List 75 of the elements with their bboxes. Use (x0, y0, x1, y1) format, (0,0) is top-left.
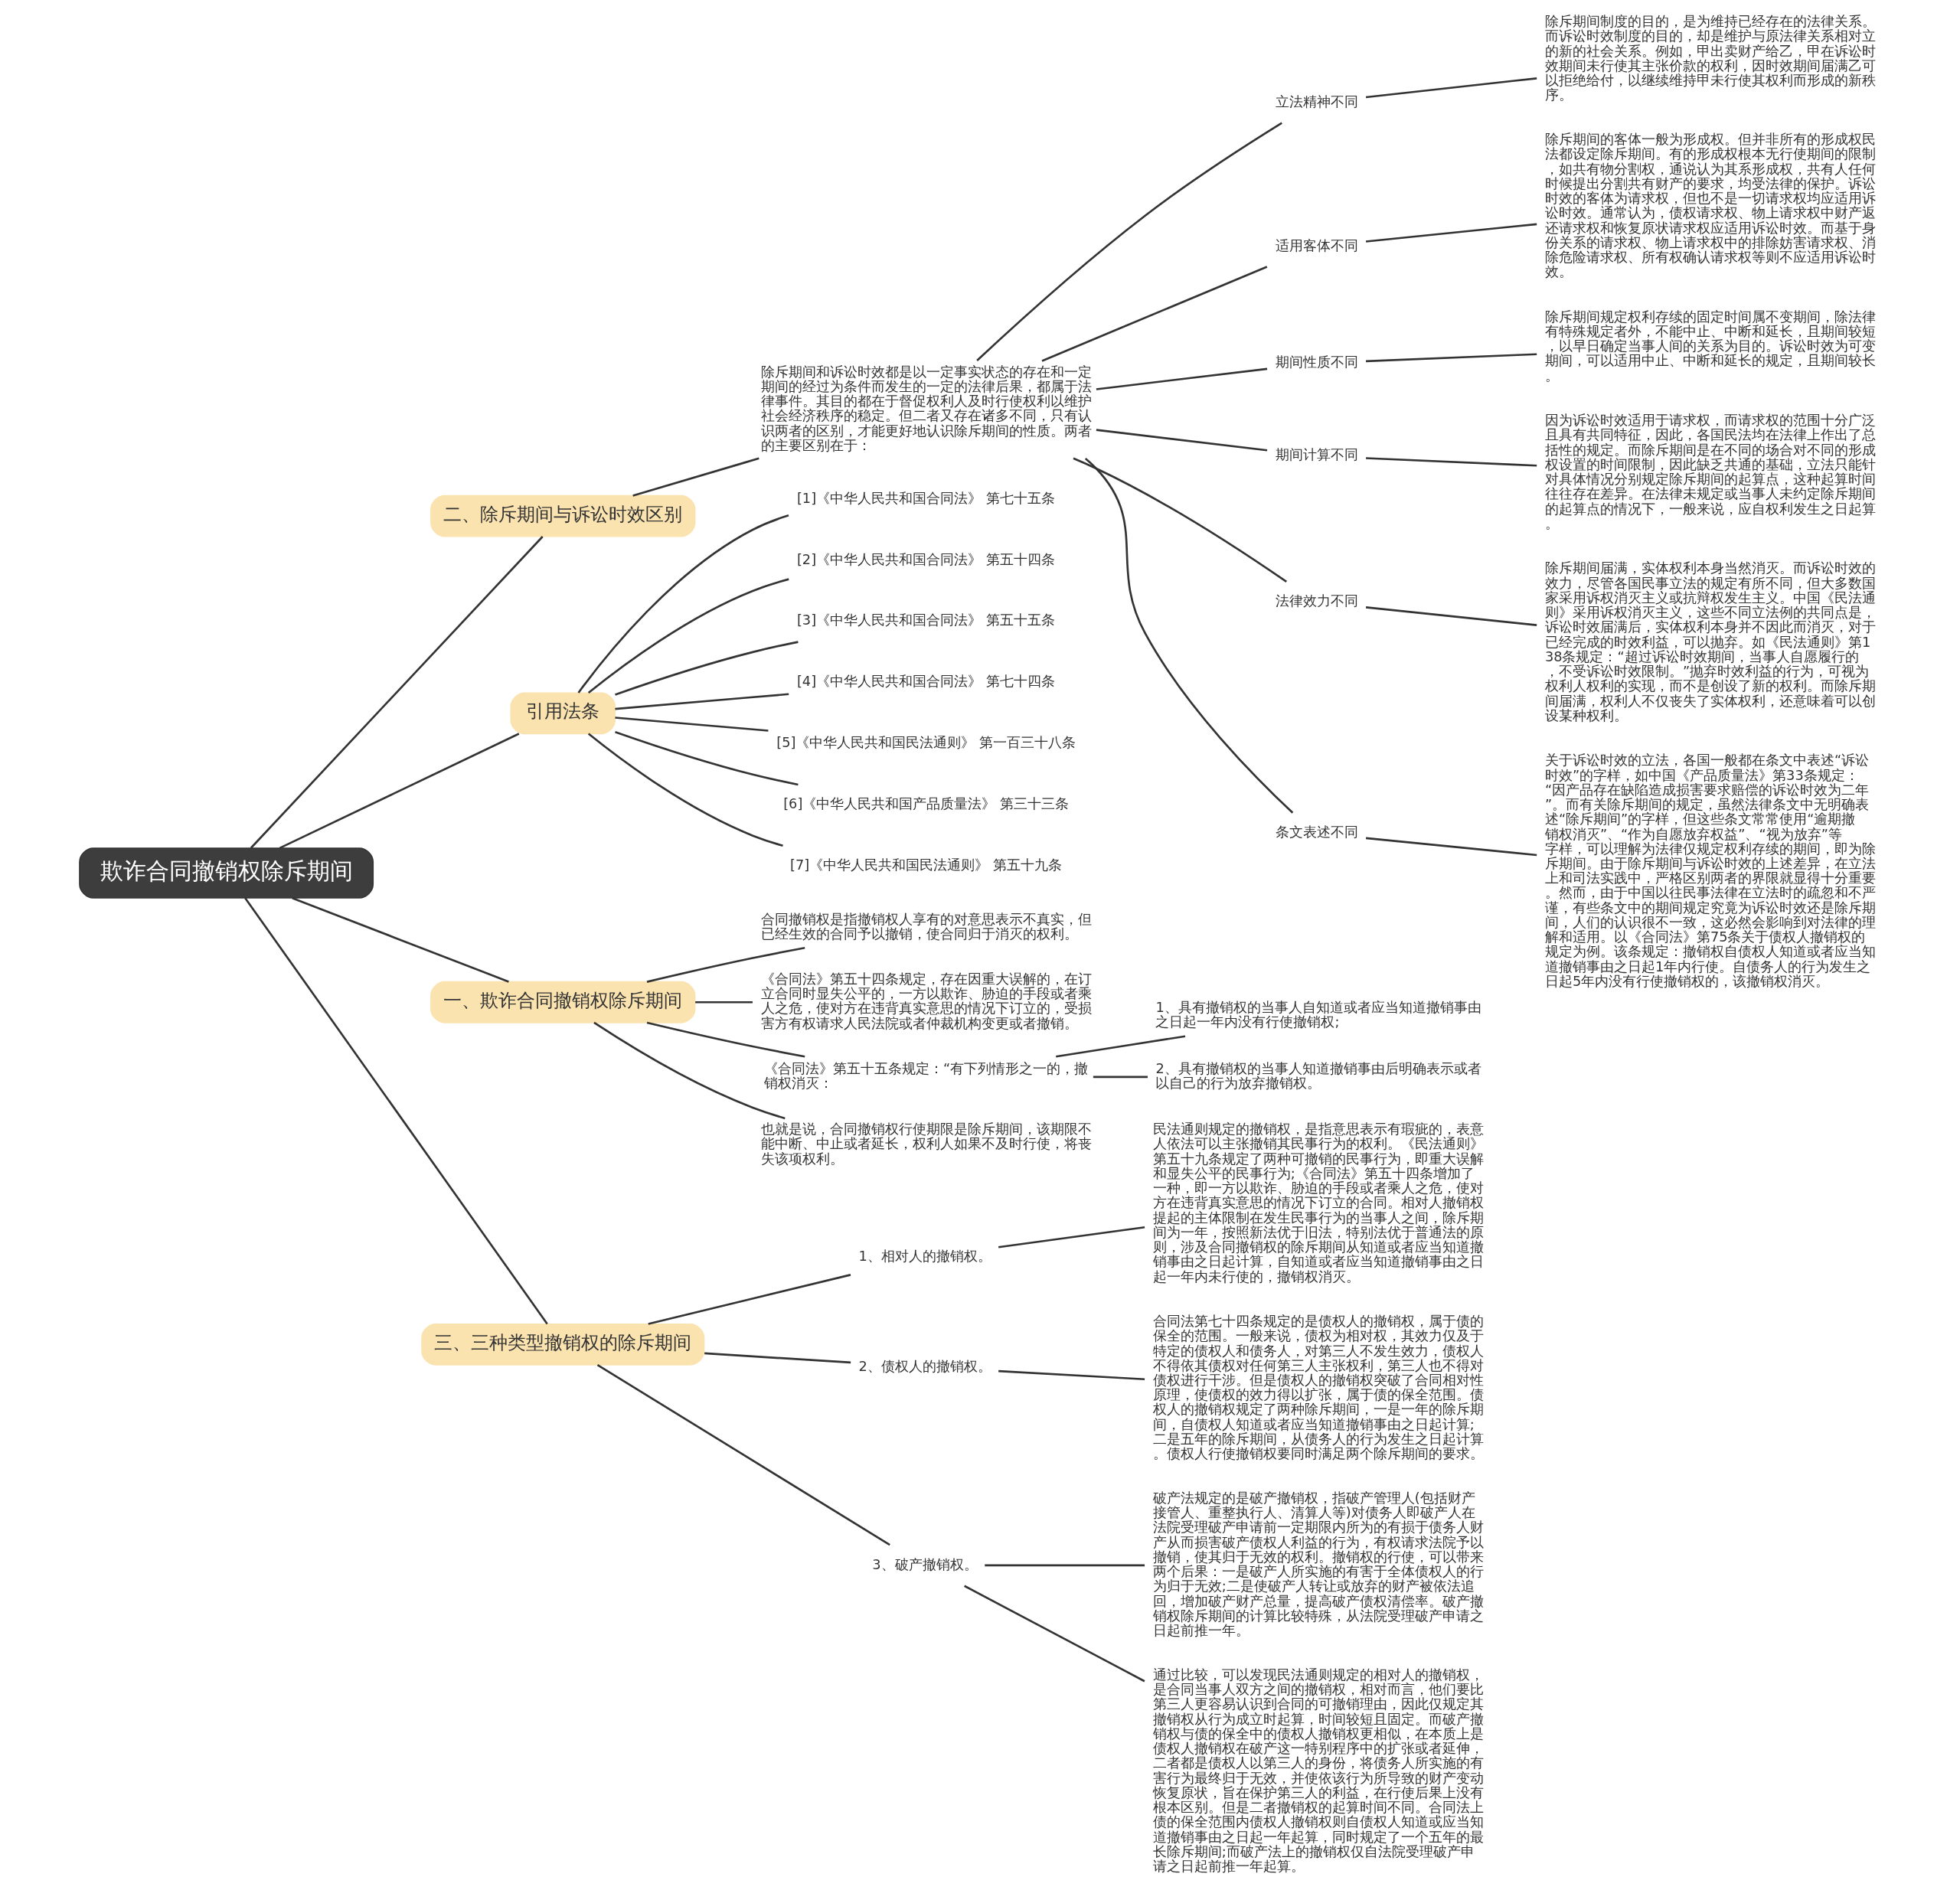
connector (587, 733, 783, 847)
node-text: 条文表述不同 (1275, 824, 1358, 841)
node-text: 除斥期间的客体一般为形成权。但并非所有的形成权民法都设定除斥期间。有的形成权根本无行使期间的限制，如共有物分割权，通说认为其系形成权，共有人任何时候提出分割共有财产的要求，均受法律的保护。诉讼时效的客体为请求权，但也不是一切请求权均应适用诉讼时效。通常认为，债权请求权、物上请求权中财产返还请求权和恢复原状请求权应适用诉讼时效。而基于身份关系的请求权、物上请求权中的排除妨害请求权、消除危险请求权、所有权确认请求权等则不应适用诉讼时效。 (1544, 132, 1876, 280)
connector (998, 1226, 1145, 1249)
node-text: 也就是说，合同撤销权行使期限是除斥期间，该期限不能中断、中止或者延长，权利人如果不及时行使，将丧失该项权利。 (760, 1121, 1092, 1167)
node-text: 破产法规定的是破产撤销权，指破产管理人(包括财产接管人、重整执行人、清算人等)对债务人即破产人在法院受理破产申请前一定期限内所为的有损于债务人财产从而损害破产债权人利益的行为，有权请求法院予以撤销，使其归于无效的权利。撤销权的行使，可以带来两个后果：一是破产人所实施的有害于全体债权人的行为归于无效;二是使破产人转让或放弃的财产被依法追回，增加破产财产总量，提高破产债权清偿率。破产撤销权除斥期间的计算比较特殊，从法院受理破产申请之日起前推一年。 (1152, 1490, 1484, 1639)
node-text: [2]《中华人民共和国合同法》 第五十四条 (796, 551, 1055, 567)
node-box: 引用法条 (510, 692, 616, 735)
node-text: 法律效力不同 (1275, 593, 1358, 609)
node-text: 期间性质不同 (1275, 354, 1358, 370)
node-text: 除斥期间制度的目的，是为维持已经存在的法律关系。而诉讼时效制度的目的，却是维护与原法律关系相对立的新的社会关系。例如，甲出卖财产给乙，甲在诉讼时效期间未行使其主张价款的权利，因时效期间届满乙可以拒绝给付，以继续维持甲未行使其权利而形成的新秩序。 (1544, 14, 1876, 103)
node-text: [3]《中华人民共和国合同法》 第五十五条 (796, 612, 1055, 628)
connector (1096, 429, 1268, 452)
connector (1056, 1035, 1186, 1058)
node-text: [1]《中华人民共和国合同法》 第七十五条 (796, 490, 1055, 506)
connector (632, 457, 760, 497)
connector (1073, 457, 1288, 583)
connector (964, 1585, 1145, 1683)
connector (1096, 367, 1268, 390)
node-text: [7]《中华人民共和国民法通则》 第五十九条 (790, 857, 1062, 873)
node-box: 一、欺诈合同撤销权除斥期间 (430, 981, 696, 1023)
connector (998, 1369, 1145, 1381)
connector (1365, 837, 1537, 857)
node-text: 1、具有撤销权的当事人自知道或者应当知道撤销事由之日起一年内没有行使撤销权; (1155, 999, 1481, 1030)
connector (1365, 223, 1537, 243)
node-text: 关于诉讼时效的立法，各国一般都在条文中表述“诉讼时效”的字样，如中国《产品质量法》第33条规定：“因产品存在缺陷造成损害要求赔偿的诉讼时效为二年”。而有关除斥期间的规定，虽然法律条文中无明确表述“除斥期间”的字样，但这些条文常常使用“逾期撤销权消灭”、“作为自愿放弃权益”、“视为放弃”等字样，可以理解为法律仅规定权利存续的期间，即为除斥期间。由于除斥期间与诉讼时效的上述差异，在立法上和司法实践中，严格区别两者的界限就显得十分重要。然而，由于中国以往民事法律在立法时的疏忽和不严谨，有些条文中的期间规定究竟为诉讼时效还是除斥期间，人们的认识很不一致，这必然会影响到对法律的理解和适用。以《合同法》第75条关于债权人撤销权的规定为例。该条规定：撤销权自债权人知道或者应当知道撤销事由之日起1年内行使。自债务人的行为发生之日起5年内没有行使撤销权的，该撤销权消灭。 (1544, 752, 1876, 989)
connector (615, 641, 799, 696)
connector (1084, 458, 1294, 814)
node-text: 适用客体不同 (1275, 237, 1358, 253)
connector (648, 1274, 851, 1325)
connector (1366, 457, 1537, 467)
connector (695, 1000, 753, 1004)
connector (646, 1021, 805, 1058)
node-box: 欺诈合同撤销权除斥期间 (79, 847, 374, 899)
connector (615, 730, 799, 786)
node-text: 除斥期间规定权利存续的固定时间属不变期间，除法律有特殊规定者外，不能中止、中断和延长，且期间较短，以早日确定当事人间的关系为目的。诉讼时效为可变期间，可以适用中止、中断和延长的规定，且期间较长。 (1544, 308, 1876, 384)
node-text: 除斥期间和诉讼时效都是以一定事实状态的存在和一定期间的经过为条件而发生的一定的法律后果，都属于法律事件。其目的都在于督促权利人及时行使权利以维护社会经济秩序的稳定。但二者又存在诸多不同，只有认识两者的区别，才能更好地认识除斥期间的性质。两者的主要区别在于： (760, 364, 1092, 453)
node-text: 《合同法》第五十四条规定，存在因重大误解的，在订立合同时显失公平的，一方以欺诈、胁迫的手段或者乘人之危，使对方在违背真实意思的情况下订立的，受损害方有权请求人民法院或者仲裁机构变更或者撤销。 (760, 971, 1092, 1031)
node-text: [6]《中华人民共和国产品质量法》 第三十三条 (783, 796, 1069, 812)
connector (596, 1364, 890, 1546)
node-text: 2、债权人的撤销权。 (858, 1358, 991, 1374)
node-text: 1、相对人的撤销权。 (858, 1248, 991, 1264)
connector (615, 717, 769, 732)
connector (250, 536, 544, 849)
node-text: 3、破产撤销权。 (872, 1556, 978, 1572)
connector (1041, 266, 1268, 362)
node-text: [5]《中华人民共和国民法通则》 第一百三十八条 (776, 735, 1076, 751)
connector (577, 514, 789, 694)
node-text: 因为诉讼时效适用于请求权，而请求权的范围十分广泛且具有共同特征，因此，各国民法均在法律上作出了总括性的规定。而除斥期间是在不同的场合对不同的形成权设置的时间限制，因此缺乏共通的基础，立法只能针对具体情况分别规定除斥期间的起算点，这种起算时间往往存在差异。在法律未规定或当事人未约定除斥期间的起算点的情况下，一般来说，应自权利发生之日起算。 (1544, 413, 1876, 531)
node-text: 合同撤销权是指撤销权人享有的对意思表示不真实，但已经生效的合同予以撤销，使合同归于消灭的权利。 (760, 911, 1092, 942)
connector (292, 897, 509, 983)
node-text: 2、具有撤销权的当事人知道撤销事由后明确表示或者以自己的行为放弃撤销权。 (1155, 1060, 1481, 1092)
connector (646, 946, 805, 983)
node-text: 除斥期间届满，实体权利本身当然消灭。而诉讼时效的效力，尽管各国民事立法的规定有所不同，但大多数国家采用诉权消灭主义或抗辩权发生主义。中国《民法通则》采用诉权消灭主义，这些不同立法例的共同点是，诉讼时效届满后，实体权利本身并不因此而消灭，对于已经完成的时效利益，可以抛弃。如《民法通则》第138条规定：“超过诉讼时效期间，当事人自愿履行的，不受诉讼时效限制。”抛弃时效利益的行为，可视为权利人权利的实现，而不是创设了新的权利。而除斥期间届满，权利人不仅丧失了实体权利，还意味着可以创设某种权利。 (1544, 560, 1876, 723)
connector (1366, 353, 1537, 363)
connector (1365, 77, 1537, 99)
connector (1365, 606, 1537, 626)
node-text: 立法精神不同 (1275, 93, 1358, 109)
connector (985, 1564, 1145, 1567)
connector (615, 693, 789, 710)
connector (1093, 1076, 1148, 1079)
connector (593, 1021, 786, 1120)
connector (587, 578, 789, 694)
node-text: 合同法第七十四条规定的是债权人的撤销权，属于债的保全的范围。一般来说，债权为相对权，其效力仅及于特定的债权人和债务人，对第三人不发生效力，债权人不得依其债权对任何第三人主张权利，第三人也不得对债权进行干涉。但是债权人的撤销权突破了合同相对性原理，使债权的效力得以扩张，属于债的保全范围。债权人的撤销权规定了两种除斥期间，一是一年的除斥期间，自债权人知道或者应当知道撤销事由之日起计算;二是五年的除斥期间，从债务人的行为发生之日起计算。债权人行使撤销权要同时满足两个除斥期间的要求。 (1152, 1314, 1484, 1462)
node-box: 三、三种类型撤销权的除斥期间 (421, 1323, 705, 1366)
connector (279, 733, 520, 850)
node-text: [4]《中华人民共和国合同法》 第七十四条 (796, 674, 1055, 690)
node-box: 二、除斥期间与诉讼时效区别 (430, 495, 696, 537)
node-text: 期间计算不同 (1275, 447, 1358, 463)
connector (244, 897, 548, 1325)
connector (976, 122, 1282, 361)
node-text: 《合同法》第五十五条规定：“有下列情形之一的，撤销权消灭： (764, 1060, 1089, 1092)
node-text: 民法通则规定的撤销权，是指意思表示有瑕疵的，表意人依法可以主张撤销其民事行为的权利。《民法通则》第五十九条规定了两种可撤销的民事行为，即重大误解和显失公平的民事行为;《合同法》第五十四条增加了一种，即一方以欺诈、胁迫的手段或者乘人之危，使对方在违背真实意思的情况下订立的合同。相对人撤销权提起的主体限制在发生民事行为的当事人之间，除斥期间为一年，按照新法优于旧法，特别法优于普通法的原则，涉及合同撤销权的除斥期间从知道或者应当知道撤销事由之日起计算，自知道或者应当知道撤销事由之日起一年内未行使的，撤销权消灭。 (1152, 1121, 1484, 1284)
connector (704, 1352, 851, 1364)
node-text: 通过比较，可以发现民法通则规定的相对人的撤销权，是合同当事人双方之间的撤销权，相对而言，他们要比第三人更容易认识到合同的可撤销理由，因此仅规定其撤销权从行为成立时起算，时间较短且固定。而破产撤销权与债的保全中的债权人撤销权更相似，在本质上是债权人撤销权在破产这一特别程序中的扩张或者延伸，二者都是债权人以第三人的身份，将债务人所实施的有害行为最终归于无效，并使依该行为所导致的财产变动恢复原状，旨在保护第三人的利益，在行使后果上没有根本区别。但是二者撤销权的起算时间不同。合同法上债的保全范围内债权人撤销权则自债权人知道或应当知道撤销事由之日起一年起算，同时规定了一个五年的最长除斥期间;而破产法上的撤销权仅自法院受理破产申请之日起前推一年起算。 (1152, 1666, 1484, 1875)
